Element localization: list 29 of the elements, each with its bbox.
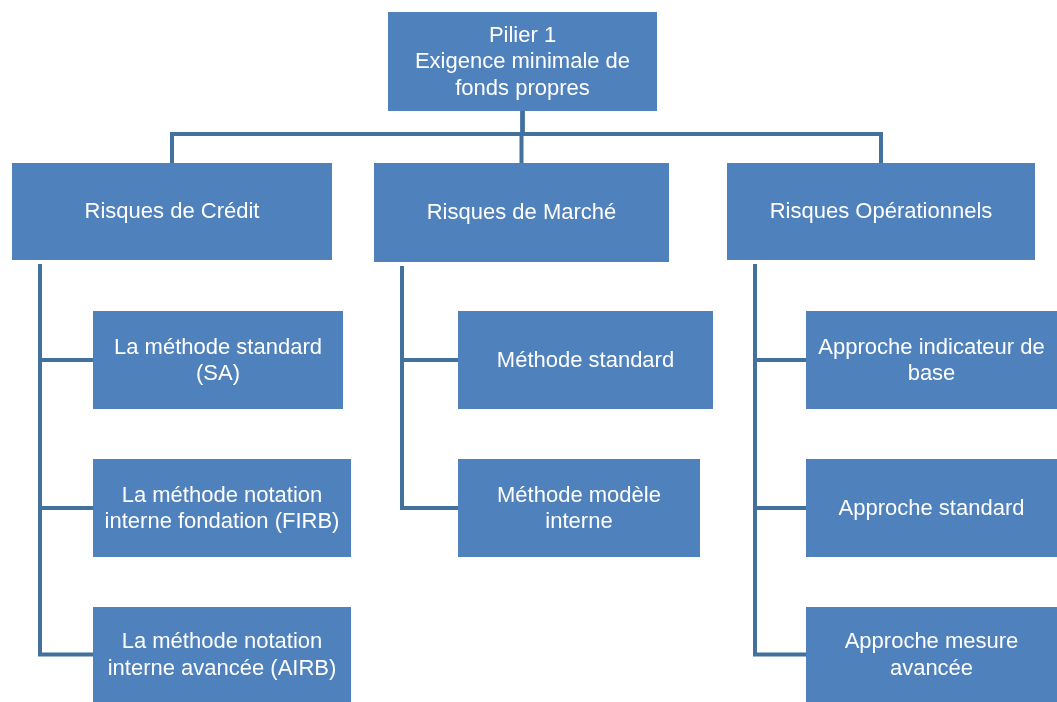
process-box <box>93 311 343 409</box>
connector-line <box>400 266 458 510</box>
box-label: La méthode notation interne fondation (FIRB) <box>103 481 341 535</box>
box-heading: Pilier 1 <box>488 21 557 49</box>
box-label: Méthode standard <box>496 346 675 374</box>
box-label: Risques Opérationnels <box>769 198 993 225</box>
box-label: Approche indicateur de base <box>817 333 1046 387</box>
process-box <box>93 459 351 557</box>
connector-line <box>753 264 806 657</box>
box-label: Méthode modèle interne <box>496 481 662 535</box>
box-label: Approche mesure avancée <box>843 628 1020 681</box>
box-label: Risques de Marché <box>426 199 617 226</box>
process-box <box>806 459 1057 557</box>
process-box <box>806 311 1057 409</box>
connector-line <box>38 264 93 657</box>
process-box <box>374 163 669 262</box>
box-label: La méthode standard (SA) <box>113 333 323 387</box>
process-box <box>806 607 1057 702</box>
process-box <box>12 163 332 260</box>
process-box <box>458 311 713 409</box>
connector-line <box>520 111 883 163</box>
box-label: Exigence minimale de fonds propres <box>413 48 632 102</box>
process-box <box>388 12 657 111</box>
box-label: Approche standard <box>838 494 1025 522</box>
process-box <box>93 607 351 702</box>
box-label: Risques de Crédit <box>84 198 260 225</box>
box-label: La méthode notation interne avancée (AIRB) <box>106 628 338 681</box>
process-box <box>727 163 1035 260</box>
process-box <box>458 459 700 557</box>
